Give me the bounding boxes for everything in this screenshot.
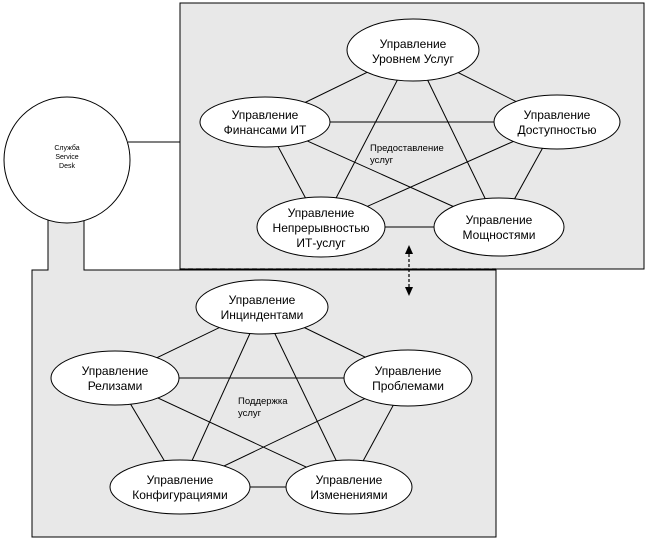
svg-text:Управление: Управление bbox=[380, 37, 447, 51]
node-incident-management: Управление Инциндентами bbox=[195, 279, 329, 335]
svg-text:Управление: Управление bbox=[466, 213, 533, 227]
svg-text:Изменениями: Изменениями bbox=[310, 488, 387, 502]
node-availability-management: Управление Доступностью bbox=[493, 94, 621, 150]
svg-text:Мощностями: Мощностями bbox=[463, 228, 536, 242]
double-arrow-icon bbox=[405, 245, 413, 296]
node-it-continuity-management: Управление Непрерывностью ИТ-услуг bbox=[256, 196, 386, 258]
svg-text:Управление: Управление bbox=[288, 206, 355, 220]
node-it-financial-management: Управление Финансами ИТ bbox=[199, 96, 331, 148]
svg-text:Конфигурациями: Конфигурациями bbox=[132, 488, 227, 502]
service-delivery-label: Предоставление bbox=[370, 143, 444, 154]
svg-text:Управление: Управление bbox=[375, 364, 442, 378]
service-desk-label-2: Service bbox=[55, 154, 78, 161]
node-service-level-management: Управление Уровнем Услуг bbox=[346, 18, 480, 82]
svg-text:Управление: Управление bbox=[147, 473, 214, 487]
svg-text:Проблемами: Проблемами bbox=[372, 379, 444, 393]
node-problem-management: Управление Проблемами bbox=[343, 349, 473, 407]
svg-text:Непрерывностью: Непрерывностью bbox=[273, 221, 370, 235]
svg-text:Инциндентами: Инциндентами bbox=[221, 308, 304, 322]
node-configuration-management: Управление Конфигурациями bbox=[109, 459, 251, 515]
svg-text:Уровнем Услуг: Уровнем Услуг bbox=[372, 52, 455, 66]
service-support-label-2: услуг bbox=[238, 408, 262, 419]
node-capacity-management: Управление Мощностями bbox=[433, 197, 565, 257]
service-desk-label-3: Desk bbox=[59, 163, 75, 170]
service-delivery-label-2: услуг bbox=[370, 155, 394, 166]
svg-text:Управление: Управление bbox=[232, 108, 299, 122]
svg-text:Управление: Управление bbox=[316, 473, 383, 487]
svg-text:Управление: Управление bbox=[229, 293, 296, 307]
svg-text:Доступностью: Доступностью bbox=[517, 123, 596, 137]
service-desk: Служба Service Desk bbox=[3, 96, 131, 224]
node-change-management: Управление Изменениями bbox=[285, 459, 413, 515]
service-desk-label-1: Служба bbox=[54, 144, 79, 152]
service-support-label: Поддержка bbox=[238, 396, 288, 407]
svg-text:Управление: Управление bbox=[82, 364, 149, 378]
node-release-management: Управление Релизами bbox=[50, 350, 180, 406]
svg-text:Релизами: Релизами bbox=[88, 379, 143, 393]
svg-text:ИТ-услуг: ИТ-услуг bbox=[296, 236, 346, 250]
svg-text:Финансами ИТ: Финансами ИТ bbox=[224, 123, 307, 137]
svg-text:Управление: Управление bbox=[524, 108, 591, 122]
